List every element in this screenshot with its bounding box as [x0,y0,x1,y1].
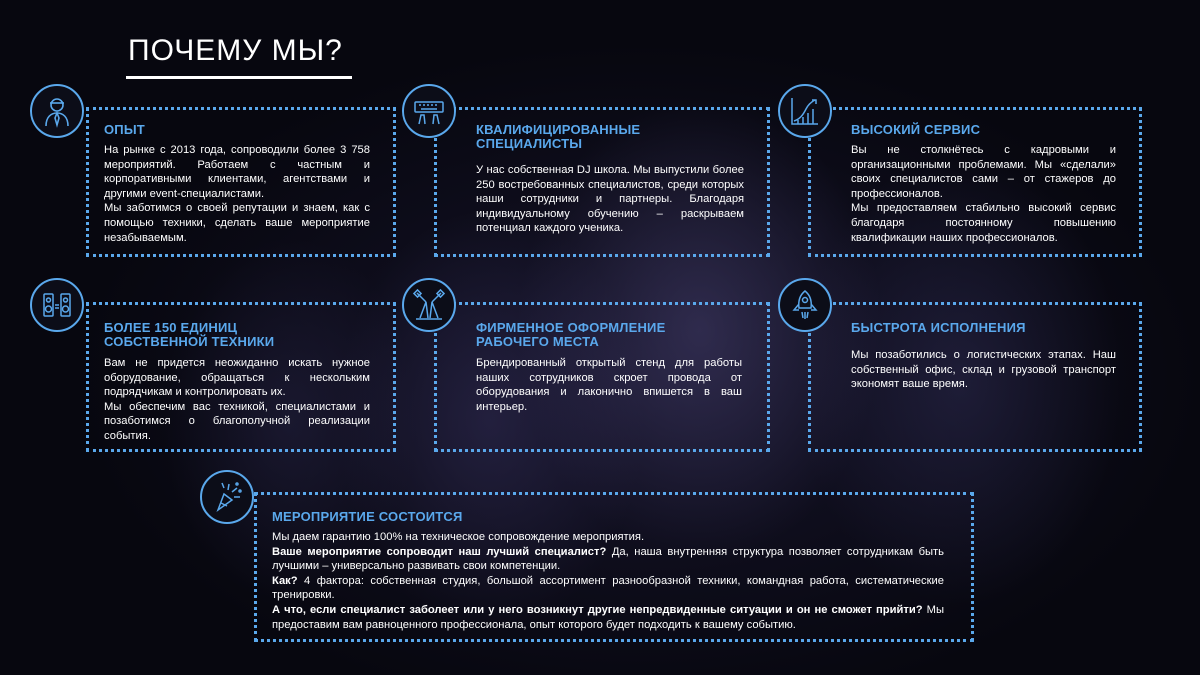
card-heading-experience: ОПЫТ [104,122,145,137]
question-text: А что, если специалист заболеет или у не… [272,603,923,616]
growth-chart-icon [791,98,818,125]
answer-text: Да, наша внутренняя структура позволяет … [272,545,944,573]
icon-circle-experience [30,84,84,138]
card-text-equipment: Вам не придется неожиданно искать нужное… [104,356,370,444]
card-equipment [86,302,396,452]
icon-circle-equipment [30,278,84,332]
card-paragraph: У нас собственная DJ школа. Мы выпустили… [476,164,744,235]
card-heading-speed: БЫСТРОТА ИСПОЛНЕНИЯ [851,320,1026,335]
card-paragraph: Вам не придется неожиданно искать нужное… [104,357,370,399]
specialist-person-icon [45,98,69,128]
icon-circle-service [778,84,832,138]
card-paragraph: Мы заботимся о своей репутации и знаем, … [104,202,370,244]
card-text-service: Вы не столкнётесь с кадровыми и организа… [851,143,1116,245]
card-text-branding: Брендированный открытый стенд для работы… [476,356,742,414]
title-underline [126,76,352,79]
page-title: ПОЧЕМУ МЫ? [128,34,343,67]
card-specialists [434,107,770,257]
answer-text: 4 фактора: собственная студия, большой а… [272,574,944,602]
guarantee-qa: Ваше мероприятие сопроводит наш лучший с… [272,545,944,574]
card-paragraph: Вы не столкнётесь с кадровыми и организа… [851,144,1116,200]
icon-circle-branding [402,278,456,332]
fireworks-icon [216,482,242,513]
card-text-guarantee: Мы даем гарантию 100% на техническое соп… [272,530,944,632]
card-paragraph: На рынке с 2013 года, сопроводили более … [104,144,370,200]
card-text-experience: На рынке с 2013 года, сопроводили более … [104,143,370,245]
card-heading-branding: ФИРМЕННОЕ ОФОРМЛЕНИЕ РАБОЧЕГО МЕСТА [476,320,666,349]
answer-text: Мы предоставим вам равноценного професси… [272,603,945,631]
guarantee-qa: А что, если специалист заболеет или у не… [272,603,944,632]
guarantee-line: Мы даем гарантию 100% на техническое соп… [272,531,645,543]
card-paragraph: Мы позаботились о логистических этапах. … [851,349,1116,391]
card-branding [434,302,770,452]
guarantee-qa: Как? 4 фактора: собственная студия, боль… [272,574,944,603]
stage-lights-icon [412,288,446,320]
question-text: Как? [272,574,298,587]
icon-circle-specialists [402,84,456,138]
card-heading-guarantee: МЕРОПРИЯТИЕ СОСТОИТСЯ [272,509,463,524]
card-text-specialists: У нас собственная DJ школа. Мы выпустили… [476,163,744,236]
keyboard-hands-icon [414,101,444,125]
card-heading-equipment: БОЛЕЕ 150 ЕДИНИЦ СОБСТВЕННОЙ ТЕХНИКИ [104,320,275,349]
question-text: Ваше мероприятие сопроводит наш лучший с… [272,545,607,558]
card-text-speed: Мы позаботились о логистических этапах. … [851,348,1116,392]
card-paragraph: Мы обеспечим вас техникой, специалистами… [104,400,370,442]
speakers-icon [43,293,71,317]
card-experience [86,107,396,257]
card-guarantee [254,492,974,642]
card-heading-specialists: КВАЛИФИЦИРОВАННЫЕ СПЕЦИАЛИСТЫ [476,122,641,151]
rocket-icon [792,290,818,319]
icon-circle-speed [778,278,832,332]
icon-circle-guarantee [200,470,254,524]
card-service [808,107,1142,257]
card-paragraph: Мы предоставляем стабильно высокий серви… [851,202,1116,244]
card-speed [808,302,1142,452]
card-heading-service: ВЫСОКИЙ СЕРВИС [851,122,981,137]
card-paragraph: Брендированный открытый стенд для работы… [476,357,742,413]
